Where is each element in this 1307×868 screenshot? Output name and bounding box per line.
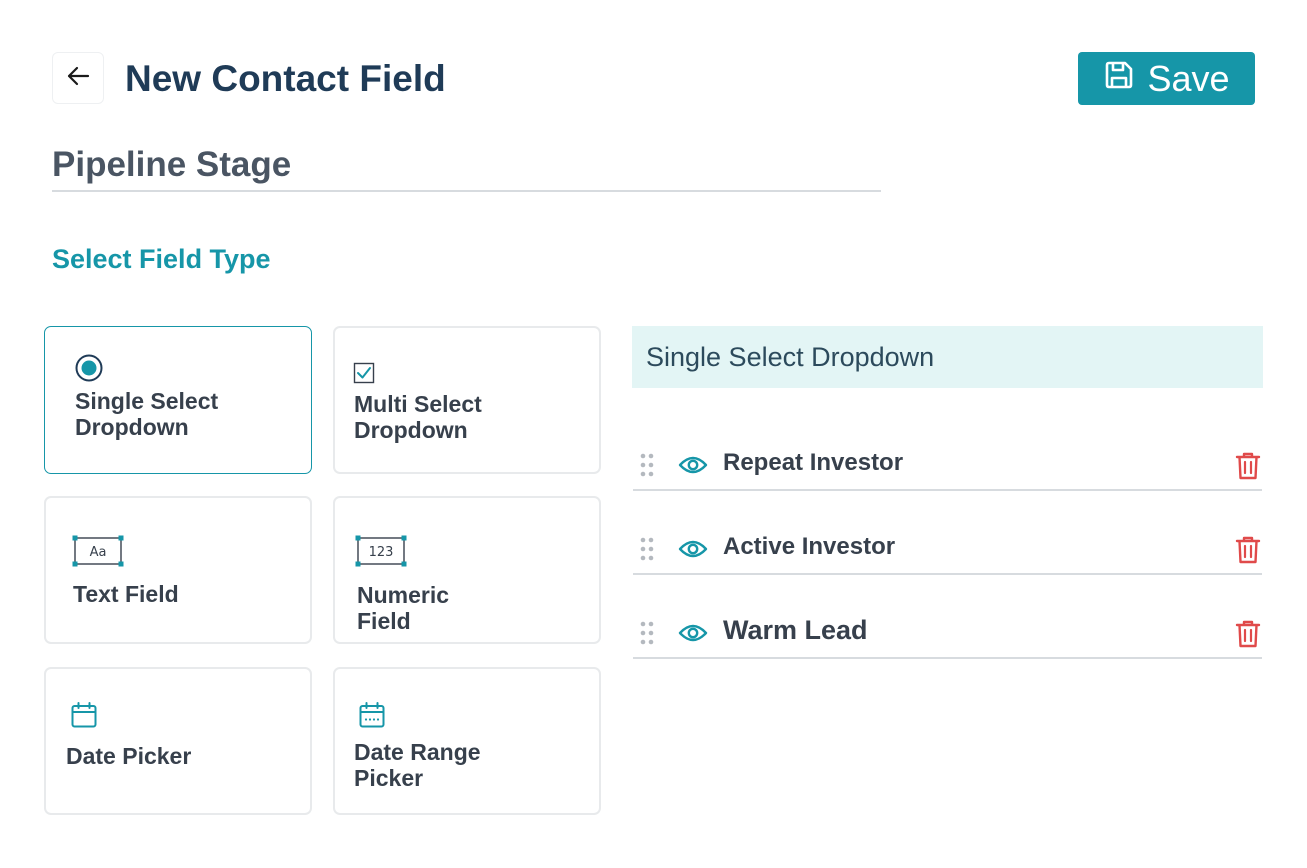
- section-title: Select Field Type: [52, 244, 271, 274]
- floppy-disk-icon: [1103, 58, 1135, 100]
- arrow-left-icon: [66, 66, 90, 91]
- field-type-label: Date Picker: [66, 743, 192, 769]
- field-type-numeric-field[interactable]: 123 Numeric Field: [333, 496, 601, 644]
- field-type-date-picker[interactable]: Date Picker: [44, 667, 312, 815]
- field-type-label: Text Field: [73, 581, 179, 607]
- save-label: Save: [1147, 57, 1230, 99]
- field-type-label: Numeric Field: [357, 582, 450, 634]
- eye-icon[interactable]: [678, 451, 708, 484]
- trash-icon[interactable]: [1235, 451, 1261, 486]
- eye-icon[interactable]: [678, 535, 708, 568]
- trash-icon[interactable]: [1235, 535, 1261, 570]
- save-button[interactable]: Save: [1078, 52, 1255, 105]
- drag-handle-icon[interactable]: [640, 536, 654, 567]
- svg-text:Aa: Aa: [90, 545, 107, 560]
- page-title: New Contact Field: [125, 58, 446, 99]
- calendar-icon: [70, 701, 98, 734]
- back-button[interactable]: [52, 52, 104, 104]
- field-type-label: Multi Select Dropdown: [354, 391, 482, 443]
- options-panel-title: Single Select Dropdown: [632, 326, 1263, 388]
- eye-icon[interactable]: [678, 619, 708, 652]
- field-type-date-range-picker[interactable]: Date Range Picker: [333, 667, 601, 815]
- calendar-range-icon: [358, 701, 386, 734]
- checkbox-icon: [353, 362, 375, 389]
- field-type-multi-select[interactable]: Multi Select Dropdown: [333, 326, 601, 474]
- option-label: Active Investor: [723, 533, 896, 560]
- drag-handle-icon[interactable]: [640, 452, 654, 483]
- field-type-label: Single Select Dropdown: [75, 388, 219, 440]
- option-label: Repeat Investor: [723, 449, 904, 476]
- option-row: Warm Lead: [633, 607, 1262, 659]
- field-type-label: Date Range Picker: [354, 739, 481, 791]
- field-type-single-select[interactable]: Single Select Dropdown: [44, 326, 312, 474]
- svg-text:123: 123: [369, 545, 394, 560]
- radio-selected-icon: [74, 353, 104, 388]
- field-type-text-field[interactable]: Aa Text Field: [44, 496, 312, 644]
- option-row: Repeat Investor: [633, 439, 1262, 491]
- drag-handle-icon[interactable]: [640, 620, 654, 651]
- field-name-input[interactable]: [52, 140, 881, 192]
- option-row: Active Investor: [633, 523, 1262, 575]
- numeric-field-icon: 123: [355, 535, 407, 572]
- option-label: Warm Lead: [723, 615, 868, 645]
- trash-icon[interactable]: [1235, 619, 1261, 654]
- text-field-icon: Aa: [72, 535, 124, 572]
